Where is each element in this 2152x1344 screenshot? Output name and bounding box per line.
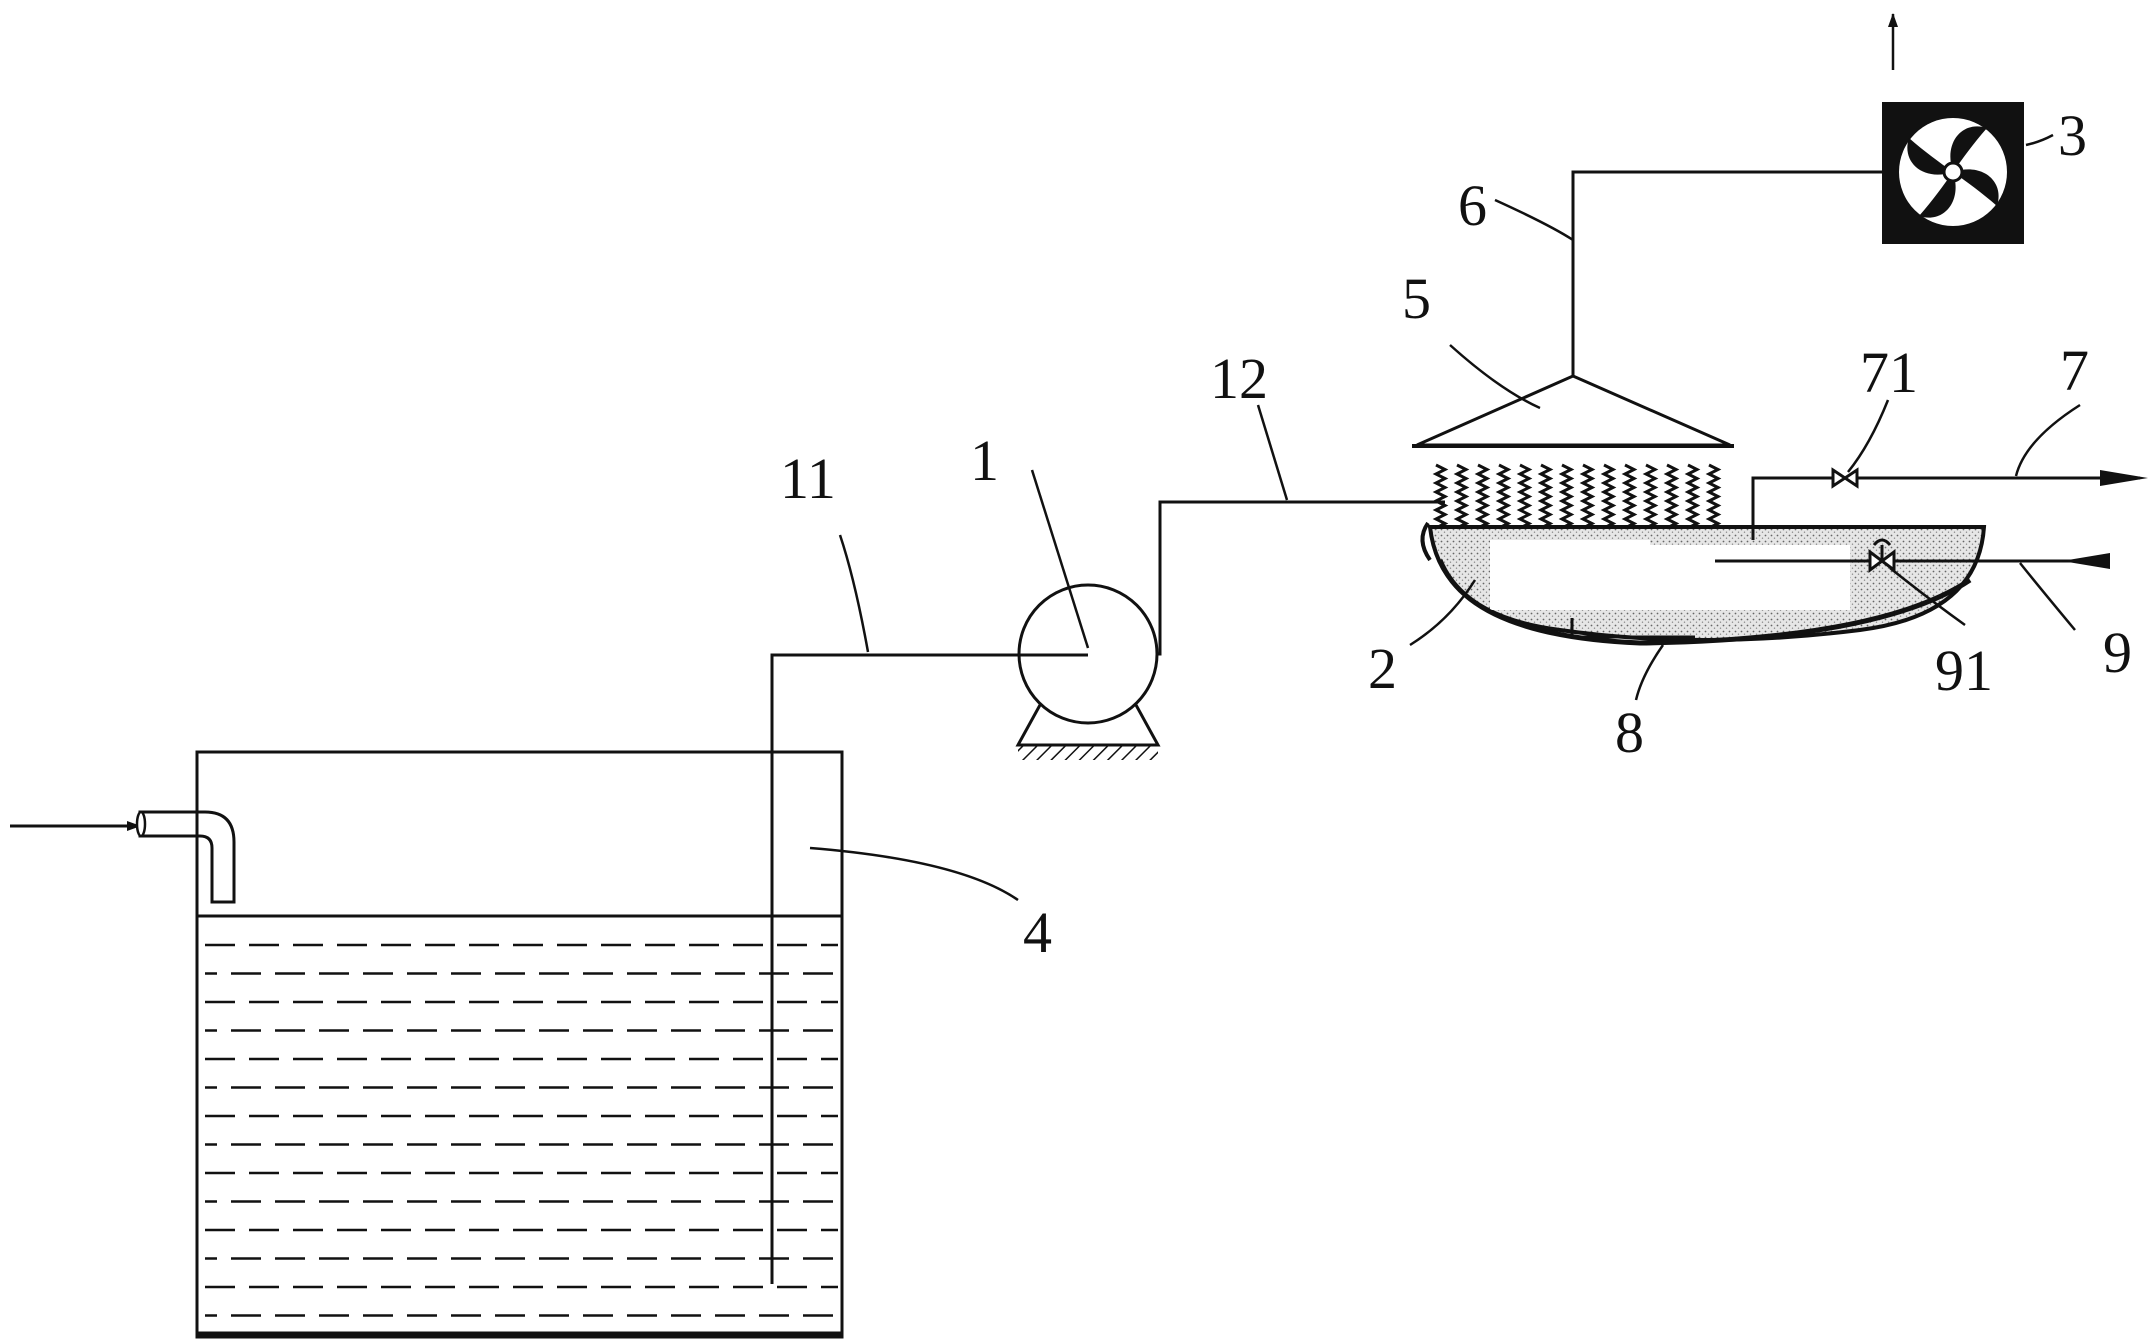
- fan: [1882, 13, 2024, 244]
- hood: [1412, 374, 1734, 448]
- vapor-coil: [1432, 463, 1449, 530]
- leader-7: [2014, 403, 2081, 477]
- label-inlet-pipe: 9: [2103, 620, 2132, 685]
- label-outlet-valve: 71: [1860, 340, 1918, 405]
- vapor-coil: [1579, 463, 1596, 530]
- suction-pipe-line: [770, 653, 1088, 1284]
- duct: [1571, 170, 1882, 376]
- label-fan: 3: [2058, 103, 2087, 168]
- leader-1: [1030, 469, 1090, 649]
- inlet-valve: [1868, 538, 1896, 573]
- vapor-coil: [1558, 463, 1575, 530]
- leader-12: [1256, 404, 1289, 501]
- outlet-valve: [1831, 467, 1859, 489]
- leader-2: [1409, 579, 1477, 647]
- vapor-coil: [1474, 463, 1491, 530]
- label-drain-pipe: 8: [1615, 700, 1644, 765]
- leader-5: [1449, 344, 1541, 410]
- vapor-coil: [1621, 463, 1638, 530]
- label-tank: 4: [1023, 900, 1052, 965]
- vapor-coils: [1432, 463, 1722, 530]
- pump: [1015, 583, 1161, 760]
- vapor-coil: [1537, 463, 1554, 530]
- hood-shape: [1416, 374, 1731, 447]
- evaporator: [1420, 463, 1987, 646]
- pump-stand: [1015, 704, 1161, 747]
- vapor-coil: [1453, 463, 1470, 530]
- label-evaporator: 2: [1368, 636, 1397, 701]
- leader-6: [1494, 198, 1574, 242]
- vapor-coil: [1516, 463, 1533, 530]
- leader-9: [2019, 562, 2076, 631]
- leader-91: [1889, 567, 1966, 627]
- delivery-pipe: [1157, 500, 1445, 656]
- tank-outline: [195, 750, 844, 1339]
- label-outlet-pipe: 7: [2060, 338, 2089, 403]
- evaporator-window: [1640, 545, 1850, 610]
- vapor-coil: [1495, 463, 1512, 530]
- leader-4: [809, 846, 1019, 902]
- water-body: [205, 943, 838, 1317]
- vapor-coil: [1600, 463, 1617, 530]
- drain-pipe: [1570, 618, 1695, 639]
- leader-3: [2025, 133, 2054, 147]
- vapor-coil: [1684, 463, 1701, 530]
- pump-base-hatch: [1018, 746, 1158, 760]
- tank-inflow: [10, 810, 236, 904]
- leader-71: [1847, 399, 1890, 473]
- label-pump: 1: [970, 428, 999, 493]
- label-suction-pipe: 11: [780, 446, 836, 511]
- label-inlet-valve: 91: [1935, 638, 1993, 703]
- label-delivery-pipe: 12: [1210, 346, 1268, 411]
- label-duct: 6: [1458, 173, 1487, 238]
- vapor-coil: [1642, 463, 1659, 530]
- label-hood: 5: [1402, 266, 1431, 331]
- tank: [195, 750, 844, 1339]
- leader-8: [1634, 644, 1665, 701]
- leader-11: [838, 534, 870, 653]
- fan-blades: [1899, 118, 2007, 226]
- suction-pipe: [770, 653, 1088, 1284]
- leader-lines: [809, 133, 2081, 902]
- vapor-coil: [1663, 463, 1680, 530]
- inlet-spout: [138, 810, 236, 904]
- inlet-pipe: [1715, 538, 2110, 573]
- outlet-pipe-line: [1751, 476, 2140, 540]
- vapor-coil: [1705, 463, 1722, 530]
- outlet-pipe: [1751, 467, 2148, 540]
